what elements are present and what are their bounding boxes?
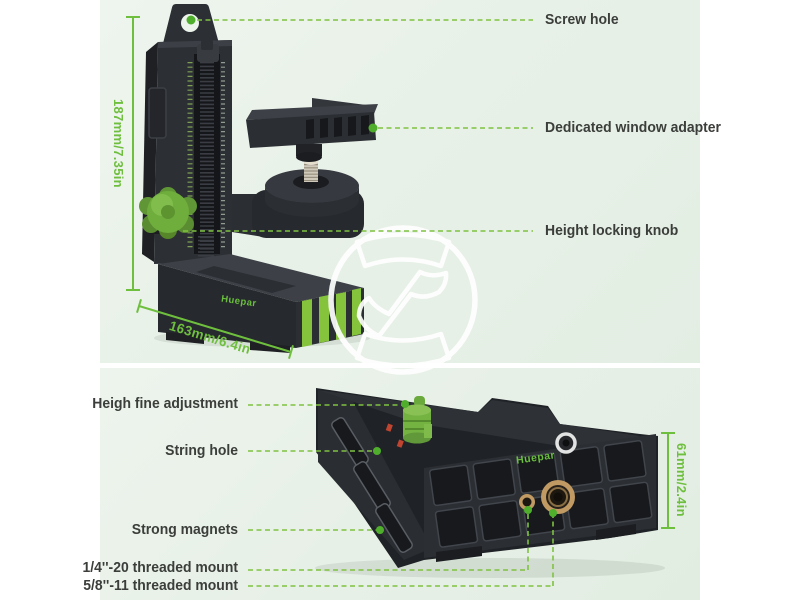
dimension-depth-label: 61mm/2.4in: [674, 443, 689, 517]
callout-strong-magnets: Strong magnets: [131, 521, 238, 538]
callout-height-locking-knob: Height locking knob: [545, 222, 679, 239]
callout-window-adapter: Dedicated window adapter: [545, 119, 721, 136]
top-panel: [100, 0, 700, 363]
callout-quarter-inch-mount: 1/4''-20 threaded mount: [82, 559, 238, 576]
callout-screw-hole: Screw hole: [545, 11, 619, 28]
dimension-height-label: 187mm/7.35in: [111, 99, 126, 188]
callout-string-hole: String hole: [165, 442, 238, 459]
callout-five-eighth-mount: 5/8''-11 threaded mount: [83, 577, 238, 594]
callout-height-fine-adjustment: Heigh fine adjustment: [92, 395, 239, 412]
